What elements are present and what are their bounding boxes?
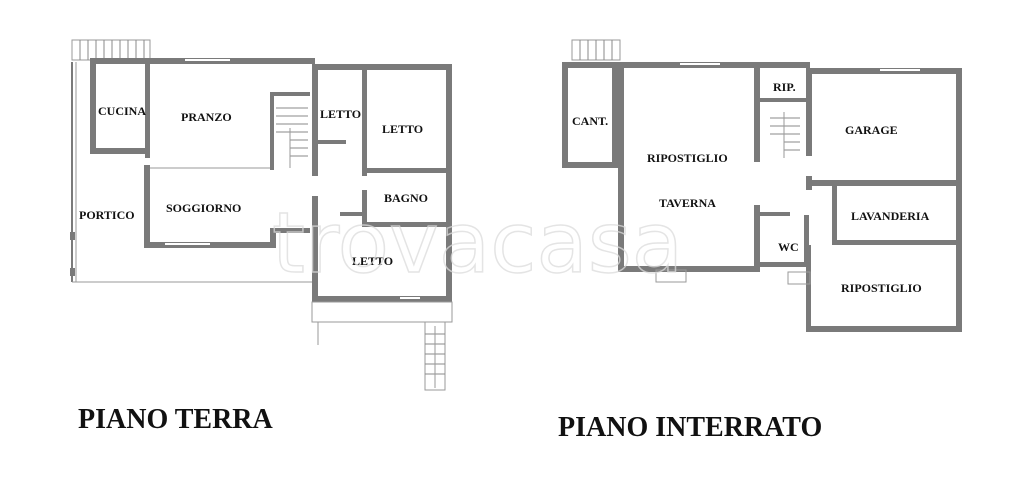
room-label-soggiorno: SOGGIORNO (166, 201, 241, 215)
room-label-pranzo: PRANZO (181, 110, 232, 124)
room-label-wc: WC (778, 240, 799, 254)
basement-floor-plan: CANT. RIP. GARAGE RIPOSTIGLIO TAVERNA LA… (562, 39, 962, 332)
ground-inner-stair (276, 107, 308, 168)
room-label-cucina: CUCINA (98, 104, 146, 118)
title-piano-interrato: PIANO INTERRATO (558, 412, 822, 443)
room-label-garage: GARAGE (845, 123, 898, 137)
room-label-letto-3: LETTO (352, 254, 393, 268)
room-label-letto-1: LETTO (320, 107, 361, 121)
title-piano-terra: PIANO TERRA (78, 404, 274, 435)
room-label-taverna: TAVERNA (659, 196, 716, 210)
room-label-rip: RIP. (773, 80, 796, 94)
room-label-bagno: BAGNO (384, 191, 428, 205)
room-label-portico: PORTICO (79, 208, 135, 222)
ground-windows (165, 59, 420, 299)
room-label-lavanderia: LAVANDERIA (851, 209, 930, 223)
basement-inner-stair (770, 112, 800, 158)
portico-outline (70, 62, 312, 283)
watermark: trovacasa (272, 194, 683, 292)
ground-entry-stair (71, 39, 151, 61)
ground-floor-plan: CUCINA PRANZO LETTO LETTO SOGGIORNO BAGN… (70, 39, 453, 391)
room-label-ripostiglio-1: RIPOSTIGLIO (647, 151, 728, 165)
room-label-ripostiglio-2: RIPOSTIGLIO (841, 281, 922, 295)
basement-windows (655, 63, 920, 283)
room-label-letto-2: LETTO (382, 122, 423, 136)
basement-entry-stair (571, 39, 621, 61)
room-label-cant: CANT. (572, 114, 608, 128)
ground-lower-stair (311, 301, 453, 391)
